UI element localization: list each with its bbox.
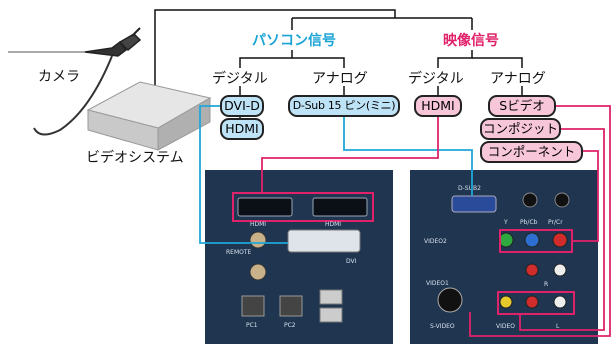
pc-connection-lines [199, 105, 473, 244]
camera-label: カメラ [38, 69, 80, 85]
camera-icon [8, 27, 142, 136]
hdmi-pc-connector-label: HDMI [220, 118, 264, 140]
right-y-text: Y [503, 219, 508, 226]
svideo-connector-label: Sビデオ [488, 95, 556, 117]
left-hdmi2-text: HDMI [325, 221, 341, 228]
video-system-label: ビデオシステム [86, 150, 184, 166]
hdmi-video-connector-label: HDMI [414, 95, 462, 117]
video-analog-label: アナログ [490, 71, 546, 87]
right-dsub-text: D-SUB2 [458, 185, 481, 192]
pc-analog-label: アナログ [312, 71, 368, 87]
video-digital-label: デジタル [408, 71, 464, 87]
component-connector-label: コンポーネント [480, 141, 583, 163]
left-remote-text: REMOTE [226, 249, 252, 256]
dsub-connector-label: D-Sub 15 ピン(ミニ) [288, 95, 400, 117]
right-video1-text: VIDEO1 [426, 280, 449, 287]
video-system-icon [86, 81, 212, 151]
right-pr-text: Pr/Cr [548, 219, 563, 226]
left-hdmi1-text: HDMI [250, 221, 266, 228]
left-pc1-text: PC1 [246, 322, 258, 329]
right-l-text: L [556, 323, 560, 330]
pc-signal-title: パソコン信号 [252, 33, 336, 49]
right-r-text: R [544, 281, 548, 288]
left-rear-panel: HDMI HDMI DVI PC1 PC2 REMOTE [205, 170, 393, 344]
tree-lines [154, 9, 523, 120]
right-rear-panel: D-SUB2 Pb/Cb Pr/Cr Y VIDEO2 VIDEO1 S-VID… [410, 170, 598, 344]
right-video-text: VIDEO [496, 323, 515, 330]
right-pb-text: Pb/Cb [520, 219, 538, 226]
left-dvi-text: DVI [346, 258, 357, 265]
left-pc2-text: PC2 [284, 322, 296, 329]
dvid-connector-label: DVI-D [220, 95, 264, 117]
pc-digital-label: デジタル [212, 71, 268, 87]
composite-connector-label: コンポジット [480, 118, 561, 140]
right-svideo-text: S-VIDEO [430, 323, 455, 330]
right-video2-text: VIDEO2 [424, 238, 447, 245]
video-signal-title: 映像信号 [443, 33, 499, 49]
video-connection-lines [261, 105, 611, 337]
